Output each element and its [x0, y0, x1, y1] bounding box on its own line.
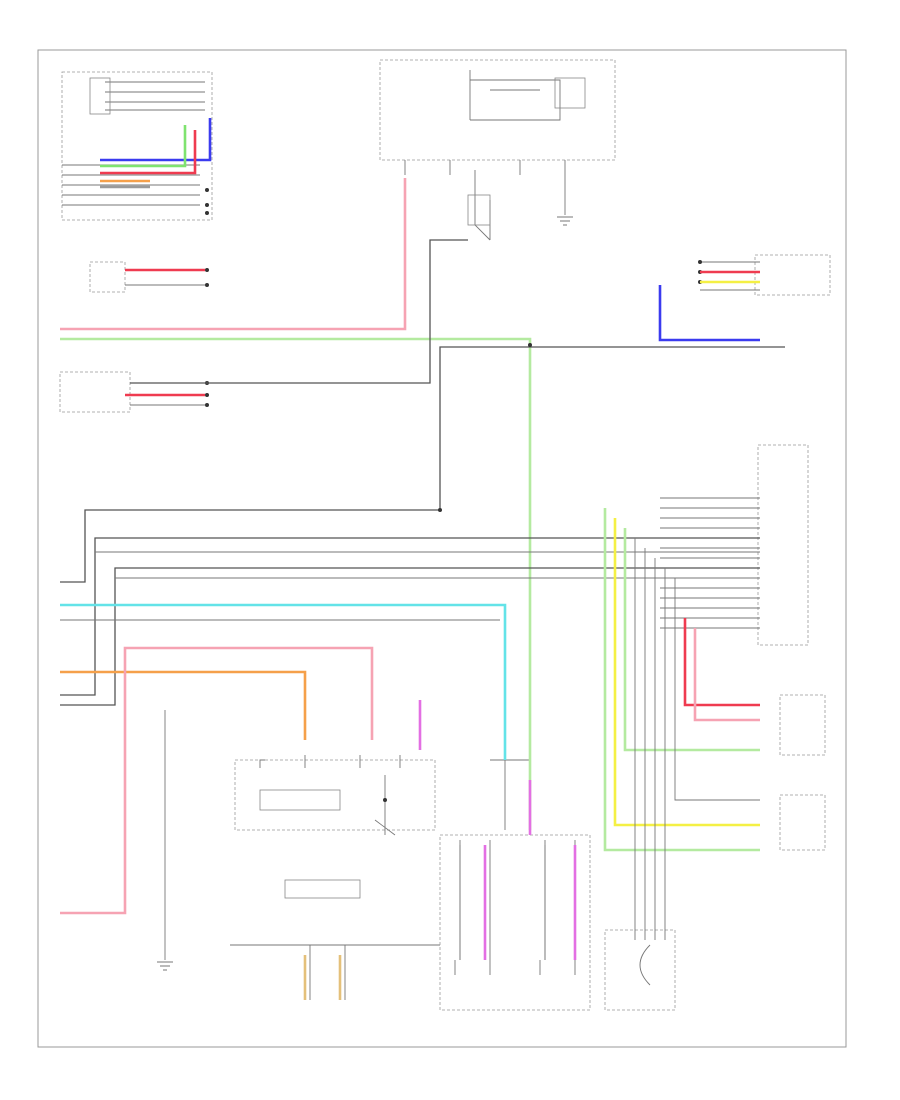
wire-red-right-2: [683, 618, 760, 707]
wire-black-4: [60, 567, 760, 706]
wire-green-right: [603, 508, 760, 852]
wire-red-1: [100, 130, 197, 175]
wire-cyan: [60, 603, 507, 760]
wire-green-long: [60, 337, 532, 830]
wire-blue-2: [658, 285, 760, 342]
splice-dots-misc: [383, 343, 532, 802]
component-bottom-center: [230, 755, 440, 1000]
wire-gray-bottom-modules: [634, 880, 666, 940]
component-top-right: [698, 254, 831, 296]
connector-block-right: [660, 444, 826, 851]
wire-green-1: [100, 125, 187, 168]
wire-blue-1: [100, 118, 212, 162]
component-bottom-left-ground: [157, 710, 173, 971]
component-bottom-mid-switch: [490, 755, 531, 830]
diagram-frame: [37, 49, 847, 1048]
wire-red-long: [60, 178, 407, 331]
wire-yellow-long: [613, 518, 760, 827]
wire-gray-lines: [60, 551, 760, 621]
component-mid-left-3: [59, 371, 205, 413]
wire-gray-right: [634, 538, 760, 880]
component-top-left-1: [61, 71, 213, 221]
component-top-center: [379, 59, 616, 241]
wire-orange-long: [60, 670, 307, 740]
component-mid-left-2: [89, 261, 205, 293]
wire-black-2: [60, 346, 785, 583]
component-bottom-right-modules: [439, 834, 676, 1011]
splice-dots-left: [205, 188, 209, 407]
wire-gray-bottom-left: [459, 845, 546, 960]
wire-black-3: [60, 537, 760, 696]
wire-pink-long: [60, 646, 374, 915]
wire-pink-right: [693, 628, 760, 722]
wire-lightgreen-right: [623, 528, 760, 752]
wire-black-1: [130, 239, 468, 384]
